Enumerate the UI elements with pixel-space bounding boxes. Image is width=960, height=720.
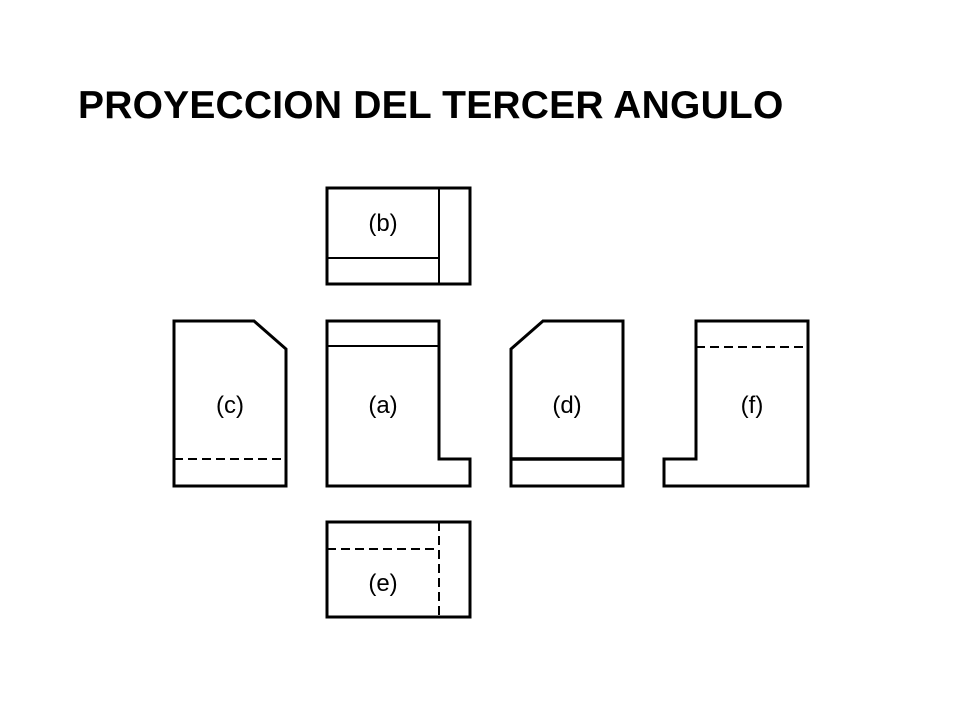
view-e-outline: [325, 520, 472, 619]
view-a-outline: [325, 319, 472, 488]
view-d-outline: [509, 319, 625, 488]
view-e-label: (e): [368, 570, 397, 597]
view-a: (a): [325, 319, 472, 488]
page-title: PROYECCION DEL TERCER ANGULO: [78, 84, 784, 127]
view-c-label: (c): [216, 392, 244, 419]
view-b-outline: [325, 186, 472, 286]
view-a-label: (a): [368, 392, 397, 419]
view-b-label: (b): [368, 210, 397, 237]
view-d: (d): [509, 319, 625, 488]
view-f-outline: [662, 319, 810, 488]
view-f: (f): [662, 319, 810, 488]
view-d-label: (d): [552, 392, 581, 419]
view-b: (b): [325, 186, 472, 286]
view-f-label: (f): [741, 392, 764, 419]
view-c: (c): [172, 319, 288, 488]
view-e: (e): [325, 520, 472, 619]
